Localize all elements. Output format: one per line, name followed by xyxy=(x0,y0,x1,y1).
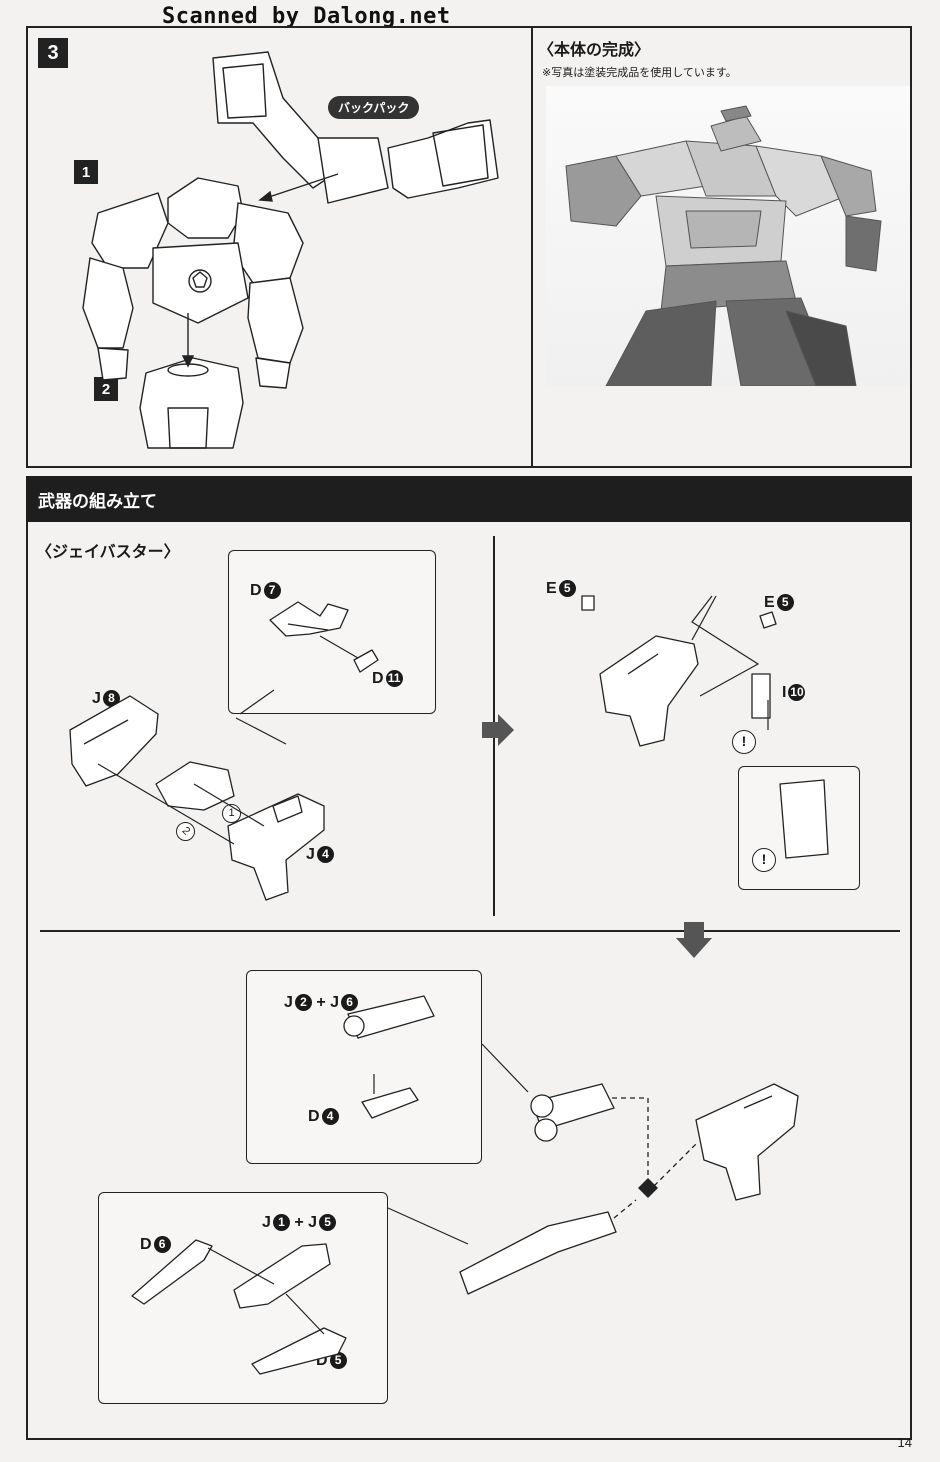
completion-note: ※写真は塗装完成品を使用しています。 xyxy=(542,66,737,79)
weapons-section-bar: 武器の組み立て xyxy=(26,476,912,522)
backpack-label: バックパック xyxy=(328,96,420,119)
arrow-down-icon xyxy=(676,922,712,958)
substep2-badge: 2 xyxy=(94,377,118,401)
step3-frame xyxy=(26,26,912,468)
weapons-horizontal-divider xyxy=(40,930,900,932)
jbuster-assembly-diagram xyxy=(69,595,829,1375)
completed-robot-photo xyxy=(546,86,910,387)
step3-divider xyxy=(531,28,533,466)
caution-icon-detail: ! xyxy=(752,848,776,872)
step3-badge: 3 xyxy=(38,38,68,68)
page-number: 14 xyxy=(897,1435,912,1450)
step3-assembly-diagram xyxy=(82,51,499,449)
caution-icon: ! xyxy=(732,730,756,754)
completion-title: 〈本体の完成〉 xyxy=(538,40,651,59)
jbuster-subtitle: 〈ジェイバスター〉 xyxy=(36,542,180,561)
arrow-right-icon xyxy=(482,714,514,746)
callout-j2-j6 xyxy=(246,970,482,1164)
substep1-badge: 1 xyxy=(74,160,98,184)
callout-d7-d11 xyxy=(228,550,436,714)
watermark-text: Scanned by Dalong.net xyxy=(162,4,451,29)
